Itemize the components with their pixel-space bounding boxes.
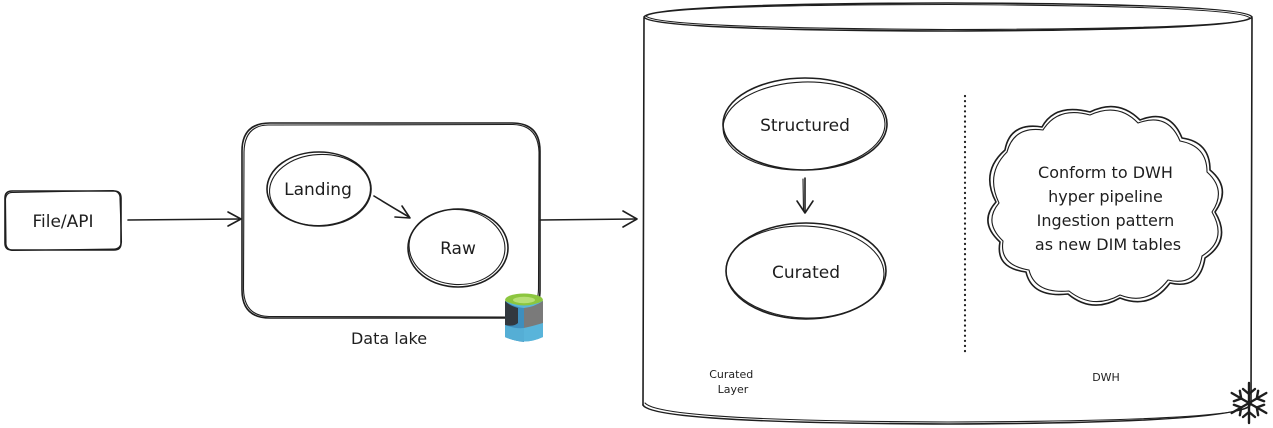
landing-label: Landing [284, 180, 352, 200]
source-label: File/API [32, 212, 93, 232]
source-box-sketch [4, 189, 123, 252]
curated-node[interactable]: Curated [724, 222, 887, 321]
curated-layer-line-1: Curated [709, 368, 753, 381]
svg-text:Conform to DWH hyper pip: Conform to DWH hyper pipeline Ingestion … [1035, 163, 1181, 254]
arrow-lake-to-curated [539, 210, 638, 228]
landing-node[interactable]: Landing [266, 151, 372, 228]
dwh-label: DWH [1092, 371, 1120, 384]
cylinder-top-sketch [645, 3, 1251, 31]
cylinder-top [643, 2, 1253, 32]
curated-layer-label: Curated Layer [709, 368, 756, 396]
cylinder-bottom [642, 403, 1252, 425]
curated-layer-line-2: Layer [718, 383, 749, 396]
dwh-note-line-4: as new DIM tables [1035, 235, 1181, 254]
arrow-landing-to-raw [373, 195, 411, 219]
curated-label: Curated [772, 263, 840, 283]
cloud-shape-sketch [991, 109, 1219, 303]
arrow-structured-to-curated [796, 177, 814, 214]
source-node[interactable]: File/API [4, 189, 123, 252]
cylinder-bottom-sketch [644, 402, 1251, 423]
structured-label: Structured [760, 116, 850, 136]
cylinder-right [1250, 17, 1253, 405]
dwh-note-line-1: Conform to DWH [1038, 163, 1173, 182]
dwh-note-line-2: hyper pipeline [1048, 187, 1163, 206]
warehouse-cylinder[interactable] [642, 2, 1253, 425]
snowflake-icon [1230, 381, 1268, 425]
arrow-source-to-lake [127, 211, 242, 227]
structured-ellipse-sketch [722, 81, 886, 171]
structured-node[interactable]: Structured [722, 77, 888, 173]
raw-node[interactable]: Raw [407, 206, 509, 288]
raw-label: Raw [440, 239, 476, 259]
curated-ellipse-sketch [725, 225, 885, 319]
cylinder-left [642, 17, 645, 406]
source-box [4, 190, 122, 251]
dwh-note-cloud[interactable]: Conform to DWH hyper pipeline Ingestion … [987, 105, 1224, 306]
data-lake-container[interactable] [241, 122, 541, 319]
dwh-note-line-3: Ingestion pattern [1037, 211, 1175, 230]
azure-data-lake-storage-icon [505, 293, 543, 342]
data-lake-label: Data lake [351, 329, 427, 348]
cloud-shape [987, 105, 1224, 306]
data-lake-box [241, 122, 541, 319]
landing-ellipse-sketch [268, 153, 372, 227]
raw-ellipse-sketch [408, 208, 506, 286]
